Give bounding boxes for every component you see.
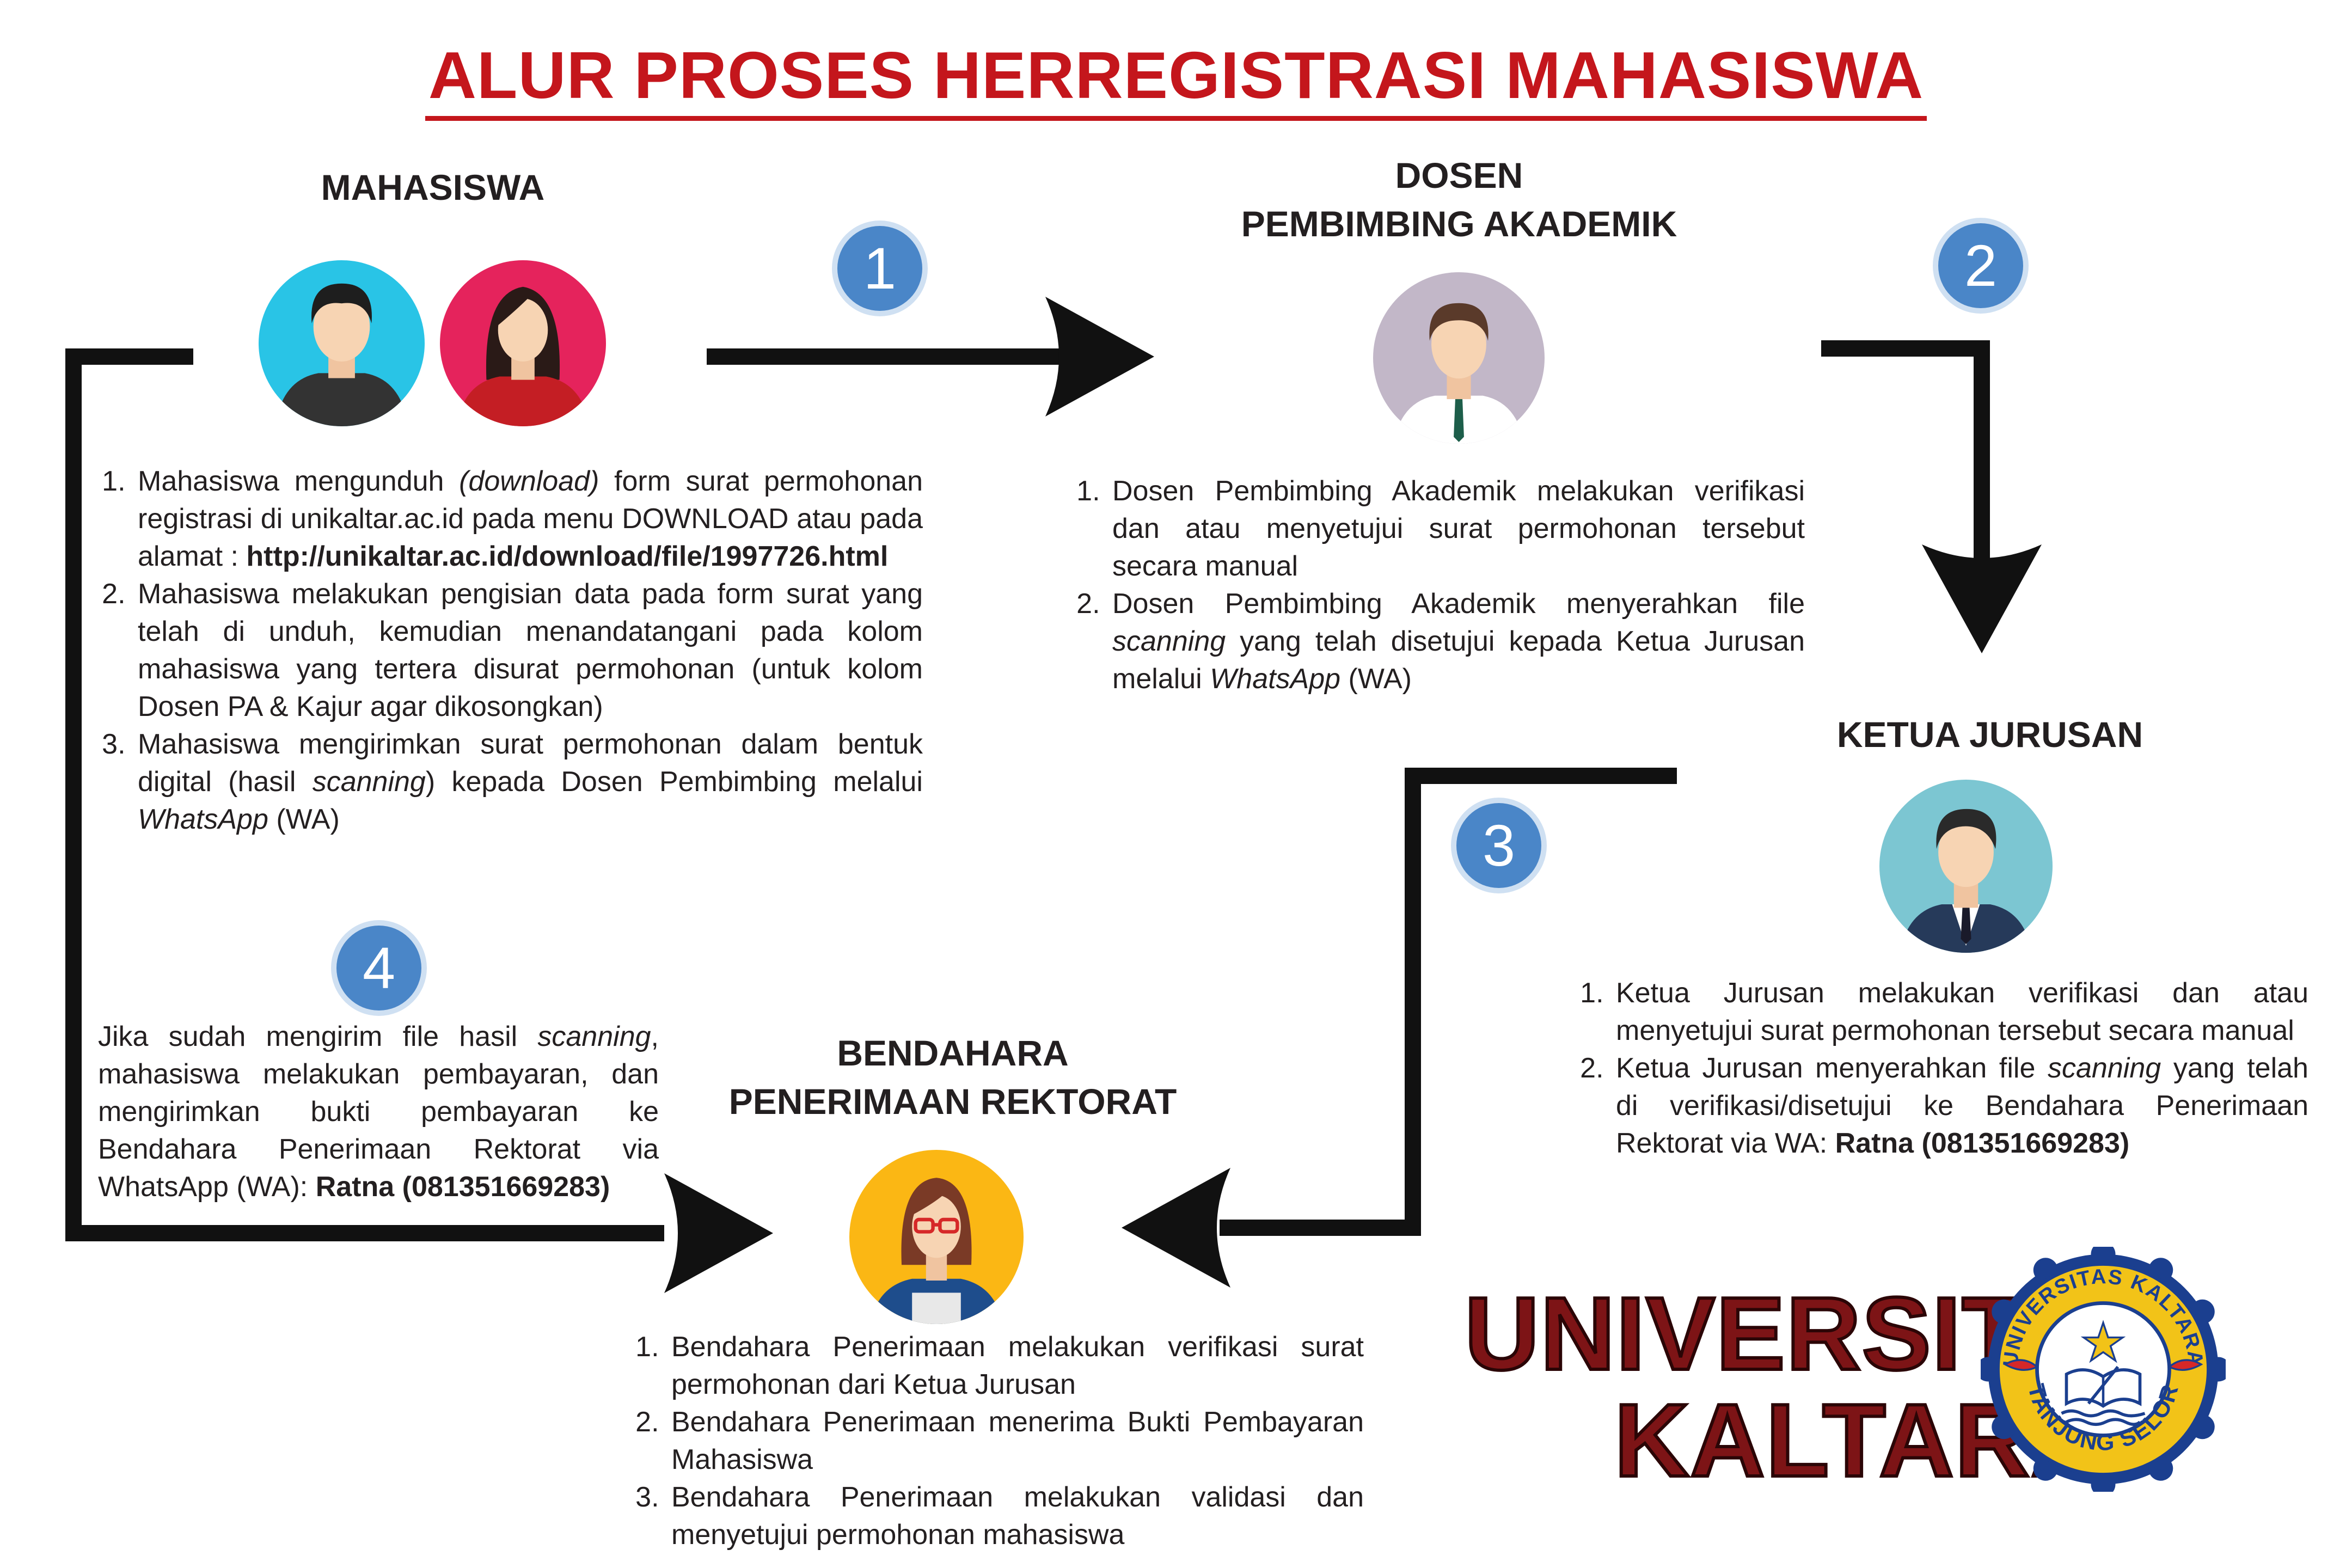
arrowhead-1 [1045,297,1154,416]
bendahara-steps: Bendahara Penerimaan melakukan verifikas… [634,1328,1364,1554]
page-title: ALUR PROSES HERREGISTRASI MAHASISWA [0,38,2352,121]
wordmark-line2: KALTARA [1613,1383,2107,1498]
bendahara-heading: BENDAHARA PENERIMAAN REKTORAT [708,1029,1198,1126]
step-badge-4: 4 [336,926,421,1010]
kajur-step-2: Ketua Jurusan menyerahkan file scanning … [1612,1050,2308,1162]
kajur-steps: Ketua Jurusan melakukan verifikasi dan a… [1579,975,2308,1162]
step-badge-3: 3 [1456,803,1541,888]
department-head-avatar-icon [1879,780,2053,953]
bendahara-step-2: Bendahara Penerimaan menerima Bukti Pemb… [667,1404,1364,1479]
mahasiswa-heading: MAHASISWA [321,167,545,207]
kajur-heading: KETUA JURUSAN [1836,714,2143,755]
bendahara-heading-line2: PENERIMAAN REKTORAT [728,1081,1177,1122]
bendahara-heading-line1: BENDAHARA [837,1033,1069,1073]
download-link[interactable]: http://unikaltar.ac.id/download/file/199… [246,541,889,572]
arrowhead-2 [1922,544,2042,653]
step4-contact: Ratna (081351669283) [315,1171,610,1203]
kajur-step-1: Ketua Jurusan melakukan verifikasi dan a… [1612,975,2308,1050]
dosen-step-1: Dosen Pembimbing Akademik melakukan veri… [1108,473,1805,585]
university-seal-icon: UNIVERSITAS KALTARA TANJUNG SELOR [1981,1247,2226,1492]
dosen-heading: DOSEN PEMBIMBING AKADEMIK [1187,151,1731,248]
male-student-avatar-icon [259,260,425,426]
arrowhead-4 [664,1173,773,1293]
step-badge-1: 1 [837,226,922,311]
dosen-step-2: Dosen Pembimbing Akademik menyerahkan fi… [1108,585,1805,698]
dosen-heading-line2: PEMBIMBING AKADEMIK [1241,204,1677,244]
dosen-heading-line1: DOSEN [1395,155,1523,195]
mahasiswa-step-2: Mahasiswa melakukan pengisian data pada … [133,575,923,726]
bendahara-step-3: Bendahara Penerimaan melakukan validasi … [667,1479,1364,1554]
mahasiswa-steps: Mahasiswa mengunduh (download) form sura… [101,463,923,838]
treasurer-avatar-icon [849,1150,1024,1324]
bendahara-step-1: Bendahara Penerimaan melakukan verifikas… [667,1328,1364,1404]
mahasiswa-step-3: Mahasiswa mengirimkan surat permohonan d… [133,726,923,838]
page-title-text: ALUR PROSES HERREGISTRASI MAHASISWA [425,38,1927,121]
step4-description: Jika sudah mengirim file hasil scanning,… [98,1021,659,1203]
connector-line-2 [1821,340,1990,577]
connector-line-3 [1220,768,1677,1236]
female-student-avatar-icon [440,260,606,426]
connector-line-4 [65,348,664,1241]
step-badge-2: 2 [1938,223,2023,308]
mahasiswa-step-1: Mahasiswa mengunduh (download) form sura… [133,463,923,575]
university-wordmark: UNIVERSITAS KALTARA [1463,1276,2165,1498]
arrowhead-3 [1122,1168,1230,1288]
wordmark-line1: UNIVERSITAS [1463,1276,2165,1392]
dosen-steps: Dosen Pembimbing Akademik melakukan veri… [1075,473,1805,698]
academic-advisor-avatar-icon [1373,272,1545,444]
